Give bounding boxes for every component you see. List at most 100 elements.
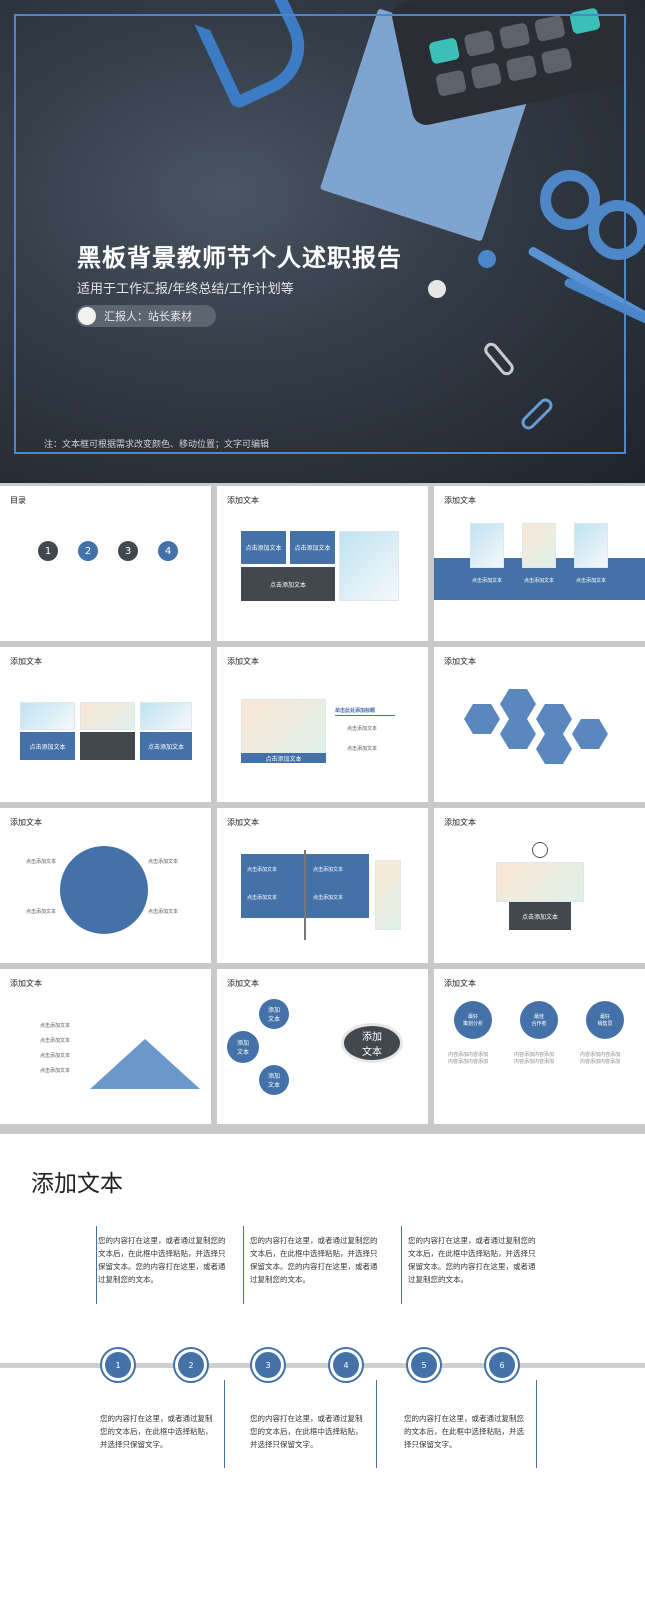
slide-thumb-1[interactable]: 目录 1 2 3 4	[0, 486, 211, 641]
desk-caption: 点击添加文本	[509, 902, 571, 930]
label: 点击添加文本	[148, 859, 179, 865]
connector-line	[96, 1226, 97, 1304]
slide-thumb-9[interactable]: 添加文本 点击添加文本	[434, 808, 645, 963]
timeline-node: 4	[328, 1347, 364, 1383]
hexagon-image	[572, 719, 608, 749]
slide-title: 添加文本	[10, 818, 42, 827]
hexagon-image	[500, 689, 536, 719]
node-number: 2	[178, 1352, 204, 1378]
label: 点击添加文本	[26, 859, 57, 865]
cover-note: 注：文本框可根据需求改变颜色、移动位置；文字可编辑	[44, 440, 270, 450]
connector-line	[243, 1226, 244, 1304]
teacher-illustration	[375, 860, 401, 930]
slide-title: 添加文本	[444, 657, 476, 666]
dark-block	[80, 732, 135, 760]
badge-caption: 内容添加内容添加 内容添加内容添加	[514, 1052, 555, 1065]
list-item: 点击添加文本	[347, 726, 378, 732]
poster-label: 点击添加文本	[472, 578, 503, 584]
timeline-bottom-text: 您的内容打在这里，或者通过复制您的文本后，在此框中选择粘贴，并选择只保留文字。	[250, 1414, 363, 1449]
poster-image	[140, 702, 192, 730]
board-label: 点击添加文本	[313, 895, 344, 901]
slide-thumb-8[interactable]: 添加文本 点击添加文本 点击添加文本 点击添加文本 点击添加文本	[217, 808, 428, 963]
hexagon-image	[500, 719, 536, 749]
slide-title: 添加文本	[227, 657, 259, 666]
toc-number: 4	[158, 541, 178, 561]
heading-underline	[335, 715, 395, 716]
section-heading: 单击此处添加标题	[335, 708, 376, 714]
big-circle: 添加 文本	[341, 1023, 403, 1063]
toc-number: 3	[118, 541, 138, 561]
slide-title: 添加文本	[227, 818, 259, 827]
badge-caption: 内容添加内容添加 内容添加内容添加	[448, 1052, 489, 1065]
node-number: 4	[333, 1352, 359, 1378]
slide-title: 添加文本	[10, 979, 42, 988]
slide-title: 添加文本	[444, 496, 476, 505]
text-cell: 点击添加文本	[20, 732, 75, 760]
connector-line	[536, 1380, 537, 1468]
poster-image	[80, 702, 135, 730]
timeline-bottom-text: 您的内容打在这里，或者通过复制您的文本后，在此框中选择粘贴，并选择只保留文字。	[404, 1414, 524, 1449]
slide-thumb-4[interactable]: 添加文本 点击添加文本 点击添加文本	[0, 647, 211, 802]
board-label: 点击添加文本	[247, 895, 278, 901]
award-badge: 最好 销售员	[586, 1001, 624, 1039]
list-item: 点击添加文本	[40, 1038, 71, 1044]
toc-number: 1	[38, 541, 58, 561]
slide-title: 目录	[10, 496, 26, 505]
text-cell: 点击添加文本	[241, 531, 286, 564]
award-badge: 最好 策划分析	[454, 1001, 492, 1039]
slide-title: 添加文本	[10, 657, 42, 666]
slide-title: 添加文本	[227, 979, 259, 988]
list-item: 点击添加文本	[40, 1068, 71, 1074]
cover-title: 黑板背景教师节个人述职报告	[77, 244, 402, 272]
cover-subtitle: 适用于工作汇报/年终总结/工作计划等	[77, 282, 294, 297]
slide-thumb-3[interactable]: 添加文本 点击添加文本 点击添加文本 点击添加文本	[434, 486, 645, 641]
mountain-illustration	[90, 1039, 200, 1089]
timeline-node: 2	[173, 1347, 209, 1383]
pushpin-decoration	[428, 280, 446, 298]
timeline-top-text: 您的内容打在这里，或者通过复制您的文本后，在此框中选择粘贴，并选择只保留文本。您…	[98, 1236, 226, 1284]
reporter-pill: 汇报人：站长素材	[76, 305, 216, 327]
list-item: 点击添加文本	[347, 746, 378, 752]
connector-line	[376, 1380, 377, 1468]
poster-image	[470, 523, 504, 568]
slide-thumb-12[interactable]: 添加文本 最好 策划分析 最佳 合作者 最好 销售员 内容添加内容添加 内容添加…	[434, 969, 645, 1124]
office-illustration	[496, 862, 584, 902]
timeline-slide: 添加文本 您的内容打在这里，或者通过复制您的文本后，在此框中选择粘贴，并选择只保…	[0, 1134, 645, 1617]
timeline-node: 3	[250, 1347, 286, 1383]
reporter-label: 汇报人：站长素材	[104, 310, 192, 323]
text-cell: 点击添加文本	[290, 531, 335, 564]
hexagon-image	[536, 734, 572, 764]
label: 点击添加文本	[148, 909, 179, 915]
slide-thumb-7[interactable]: 添加文本 点击添加文本 点击添加文本 点击添加文本 点击添加文本	[0, 808, 211, 963]
poster-image	[522, 523, 556, 568]
poster-label: 点击添加文本	[524, 578, 555, 584]
slide-title: 添加文本	[444, 818, 476, 827]
caption-bar: 点击添加文本	[241, 753, 326, 763]
board-label: 点击添加文本	[247, 867, 278, 873]
circle-illustration	[60, 846, 148, 934]
poster-label: 点击添加文本	[576, 578, 607, 584]
small-circle: 添加 文本	[259, 999, 289, 1029]
slide-thumb-6[interactable]: 添加文本	[434, 647, 645, 802]
node-number: 5	[411, 1352, 437, 1378]
node-number: 6	[489, 1352, 515, 1378]
timeline-node: 5	[406, 1347, 442, 1383]
award-badge: 最佳 合作者	[520, 1001, 558, 1039]
text-cell: 点击添加文本	[140, 732, 192, 760]
list-item: 点击添加文本	[40, 1023, 71, 1029]
scissor-decoration	[540, 170, 600, 230]
slide-thumb-10[interactable]: 添加文本 点击添加文本 点击添加文本 点击添加文本 点击添加文本	[0, 969, 211, 1124]
node-number: 1	[105, 1352, 131, 1378]
hexagon-image	[464, 704, 500, 734]
teacher-illustration	[339, 531, 399, 601]
cover-frame	[14, 14, 626, 454]
cover-slide: 黑板背景教师节个人述职报告 适用于工作汇报/年终总结/工作计划等 汇报人：站长素…	[0, 0, 645, 483]
timeline-axis	[0, 1363, 645, 1368]
slide-title: 添加文本	[444, 979, 476, 988]
timeline-title: 添加文本	[31, 1171, 123, 1197]
slide-thumb-2[interactable]: 添加文本 点击添加文本 点击添加文本 点击添加文本	[217, 486, 428, 641]
clock-icon	[532, 842, 548, 858]
connector-line	[401, 1226, 402, 1304]
slide-thumb-5[interactable]: 添加文本 点击添加文本 单击此处添加标题 点击添加文本 点击添加文本	[217, 647, 428, 802]
slide-thumb-11[interactable]: 添加文本 添加 文本 添加 文本 添加 文本 添加 文本	[217, 969, 428, 1124]
